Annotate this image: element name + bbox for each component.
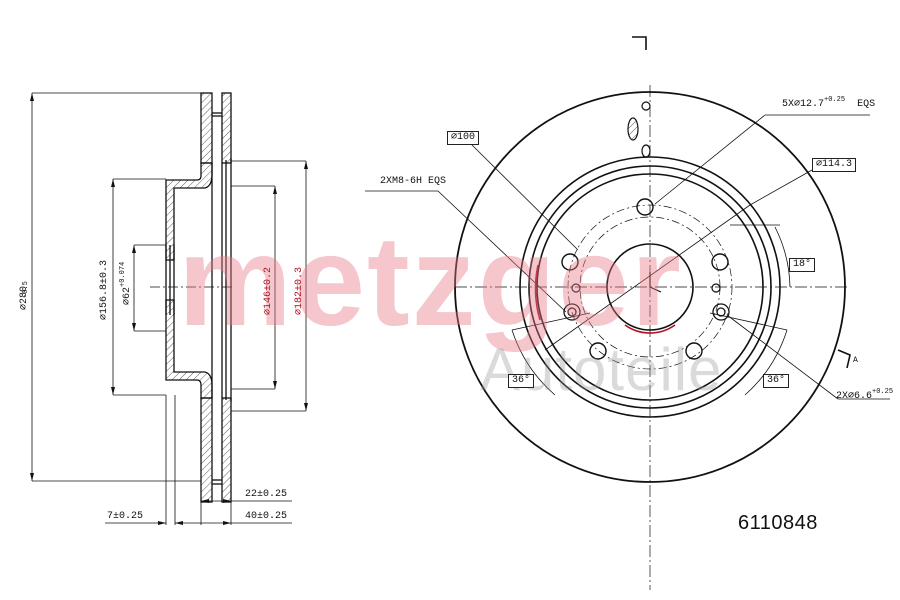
dim-vent-diameter-value: ⌀182±0.3 (294, 266, 305, 315)
dim-hat-flange-thickness: 7±0.25 (107, 511, 144, 522)
dim-vent-diameter: ⌀182±0.3 (294, 266, 305, 315)
hat-neck-bottom (165, 299, 213, 399)
callout-locating-holes: 2X⌀6.6+0.25 (836, 389, 893, 402)
side-view (30, 92, 308, 525)
dim-outer-diameter: ⌀280-0.5 (19, 281, 30, 310)
dim-inner-friction-diameter: ⌀146±0.2 (263, 266, 274, 315)
friction-plate-inner-top (221, 92, 232, 164)
callout-stud-holes: 5X⌀12.7+0.25 EQS (782, 97, 876, 110)
callout-stud-holes-suffix: EQS (857, 99, 876, 110)
dimension-lines-side (31, 92, 307, 525)
dim-disc-thickness: 22±0.25 (245, 489, 288, 500)
dim-center-bore-tol-upper: +0.074 (119, 261, 127, 287)
callout-locating-holes-tol: +0.25 (872, 388, 894, 396)
dim-hat-diameter: ⌀156.8±0.3 (99, 259, 110, 320)
dim-inner-friction-diameter-value: ⌀146±0.2 (263, 266, 274, 315)
dim-center-bore: ⌀62+0.074 (119, 262, 133, 305)
callout-angle-36-right: 36° (763, 374, 790, 388)
section-marker-right (837, 349, 851, 369)
stud-holes (561, 198, 729, 360)
threaded-holes (563, 303, 730, 321)
callout-angle-18: 18° (789, 258, 816, 272)
friction-plate-inner-bottom (221, 397, 232, 503)
callout-pcd-100: ⌀100 (447, 131, 480, 145)
callout-threaded-holes: 2XM8-6H EQS (380, 176, 447, 187)
callout-locating-holes-value: 2X⌀6.6 (836, 391, 873, 402)
dim-center-bore-value: ⌀62 (122, 286, 133, 305)
red-highlights (534, 264, 676, 334)
dim-outer-diameter-tol-lower: -0.5 (22, 281, 30, 298)
hat-neck-top (165, 162, 213, 261)
callout-angle-36-left: 36° (508, 374, 535, 388)
callout-stud-holes-value: 5X⌀12.7 (782, 99, 825, 110)
dim-hat-diameter-value: ⌀156.8±0.3 (99, 259, 110, 320)
leader-lines (365, 114, 890, 400)
callout-pcd-114: ⌀114.3 (812, 158, 857, 172)
part-number: 6110848 (738, 512, 818, 534)
callout-stud-holes-tol: +0.25 (824, 96, 846, 104)
front-view (365, 36, 890, 590)
friction-plate-outer-top (200, 92, 213, 164)
section-label-a: A (853, 356, 858, 365)
section-marker-top (632, 36, 647, 50)
dim-total-height: 40±0.25 (245, 511, 288, 522)
friction-plate-outer-bottom (200, 397, 213, 503)
